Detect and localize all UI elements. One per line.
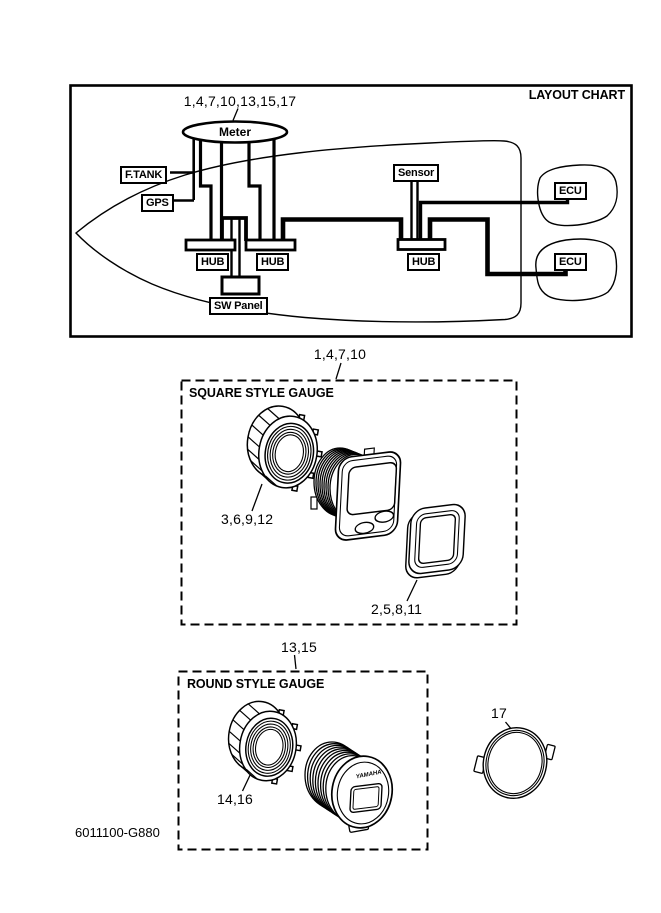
round-section-ref: 13,15 [280,639,318,655]
sw-panel-label: SW Panel [209,297,268,315]
meter-ref-leader [232,108,239,121]
round-lock-nut [227,700,302,785]
ring-castellations [247,408,280,487]
trim-ring [473,727,556,799]
ring-threads [267,425,312,481]
gauge-button [354,521,375,535]
gauge-front-plate [334,447,402,541]
ecu1-box: ECU [554,182,587,200]
ecu2-box: ECU [554,253,587,271]
hub2-hub3-trunk [280,217,404,241]
wiring [170,138,570,278]
meter-ellipse [181,120,289,144]
hub1-label: HUB [196,253,230,271]
gauge-brand-text: YAMAHA [356,770,383,781]
hub1-bar [184,238,237,252]
round-gauge-display [349,782,383,814]
meter-label: Meter [218,125,251,139]
meter-ref-label: 1,4,7,10,13,15,17 [183,93,297,109]
square-ref-leader [335,362,342,380]
meter-cable-1a [198,139,213,240]
figure-code: 6011100-G880 [75,825,160,840]
lock-ring-leader [251,483,263,512]
hub3-label: HUB [407,253,441,271]
hub3-ecu2-trunk [427,217,568,277]
boat-outline [74,139,522,323]
hub2-bar [244,238,297,252]
sw-panel-box-shape [220,275,261,296]
hub3-bar [396,238,447,251]
nut-castellations [228,703,260,780]
round-section-title: ROUND STYLE GAUGE [187,677,325,691]
round-gauge-body: YAMAHA [304,741,394,833]
trim-ring-ref-label: 17 [491,705,507,721]
square-gauge-frame [180,379,518,626]
gps-box: GPS [141,194,174,212]
hub-bridge-cable [220,216,248,241]
gauge-screen [346,461,398,516]
fuel-tank-box: F.TANK [120,166,168,184]
round-ref-leader [293,654,297,670]
square-section-title: SQUARE STYLE GAUGE [189,386,334,400]
bezel-leader [406,579,418,602]
square-bezel [405,503,466,579]
lock-ring-ref-label: 3,6,9,12 [221,511,274,527]
nut-threads [247,720,291,774]
square-section-ref: 1,4,7,10 [313,346,367,362]
square-gauge-body [310,447,402,541]
gauge-button [374,510,395,523]
square-lock-ring [246,405,323,492]
lock-nut-ref-label: 14,16 [217,791,254,807]
hub-bars [184,238,447,296]
sensor-box: Sensor [393,164,440,182]
meter-cable-2a [247,139,262,240]
bezel-ref-label: 2,5,8,11 [371,601,423,617]
gauge-side-clip [310,496,318,510]
layout-chart-title: LAYOUT CHART [528,88,625,102]
hub2-label: HUB [256,253,290,271]
round-gauge-frame [177,670,429,851]
